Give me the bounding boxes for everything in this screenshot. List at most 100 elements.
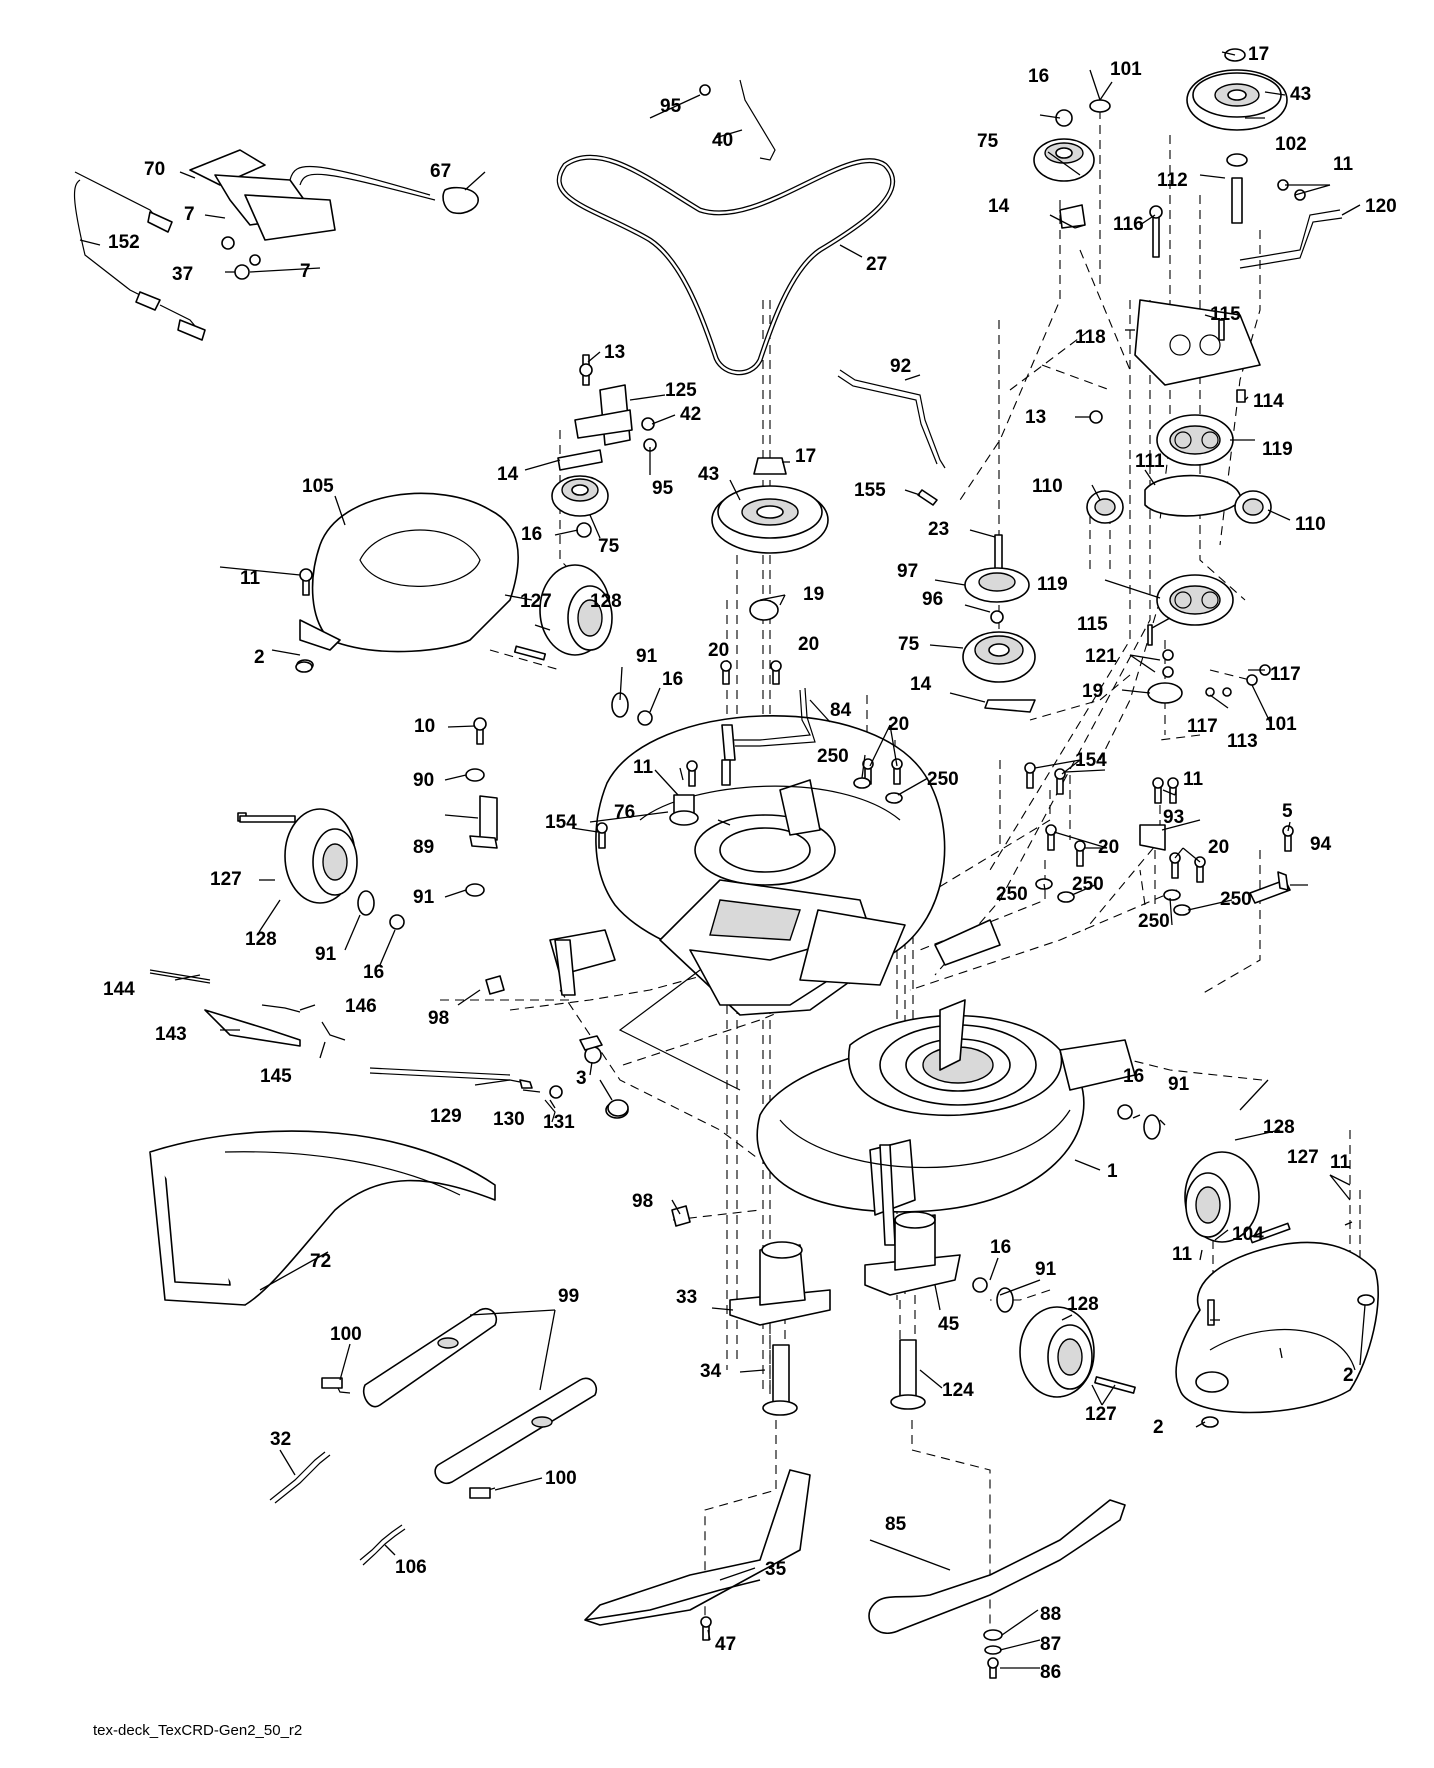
callout-11-lower: 11 bbox=[1172, 1244, 1193, 1265]
callout-95-top: 95 bbox=[660, 96, 682, 117]
callout-19-right: 19 bbox=[1082, 681, 1103, 702]
callout-16-left-b: 16 bbox=[363, 962, 384, 983]
callout-70: 70 bbox=[144, 159, 165, 180]
callout-250-b: 250 bbox=[927, 769, 959, 790]
callout-75-top: 75 bbox=[977, 131, 999, 152]
discharge-chute bbox=[149, 1130, 496, 1306]
callout-20-b: 20 bbox=[798, 634, 819, 655]
callout-35: 35 bbox=[765, 1559, 787, 1580]
callout-40: 40 bbox=[712, 130, 733, 151]
callout-72: 72 bbox=[310, 1251, 331, 1272]
callout-96: 96 bbox=[922, 589, 943, 610]
callout-43-center: 43 bbox=[698, 464, 719, 485]
callout-34: 34 bbox=[700, 1361, 722, 1382]
callout-120: 120 bbox=[1365, 196, 1397, 217]
callout-14-right: 14 bbox=[910, 674, 932, 695]
callout-11-far-right: 11 bbox=[1330, 1152, 1351, 1173]
callout-143: 143 bbox=[155, 1024, 187, 1045]
callout-16-mid: 16 bbox=[662, 669, 683, 690]
callout-155: 155 bbox=[854, 480, 886, 501]
callout-91-left-b: 91 bbox=[315, 944, 337, 965]
callout-10: 10 bbox=[414, 716, 435, 737]
callout-131: 131 bbox=[543, 1112, 575, 1133]
callout-104: 104 bbox=[1232, 1224, 1264, 1245]
callout-7-top: 7 bbox=[184, 204, 195, 225]
callout-7-bottom: 7 bbox=[300, 261, 311, 282]
callout-121: 121 bbox=[1085, 646, 1117, 667]
callout-127-right: 127 bbox=[1287, 1147, 1319, 1168]
callout-129: 129 bbox=[430, 1106, 462, 1127]
callout-111: 111 bbox=[1135, 451, 1165, 472]
callout-92: 92 bbox=[890, 356, 911, 377]
callout-101-bottom: 101 bbox=[1265, 714, 1297, 735]
callout-90: 90 bbox=[413, 770, 434, 791]
callout-128-top: 128 bbox=[590, 591, 622, 612]
right-idler-assembly bbox=[962, 534, 1036, 713]
callout-16-right: 16 bbox=[1123, 1066, 1144, 1087]
callout-94: 94 bbox=[1310, 834, 1332, 855]
callout-11-top: 11 bbox=[1333, 154, 1354, 175]
callout-91-top: 91 bbox=[636, 646, 658, 667]
callout-16-lower: 16 bbox=[990, 1237, 1011, 1258]
callout-98-top: 98 bbox=[428, 1008, 449, 1029]
callout-19-center: 19 bbox=[803, 584, 824, 605]
callout-23: 23 bbox=[928, 519, 949, 540]
callout-112: 112 bbox=[1157, 170, 1188, 191]
callout-250-d: 250 bbox=[1072, 874, 1104, 895]
callout-2-right: 2 bbox=[1343, 1365, 1354, 1386]
callout-89: 89 bbox=[413, 837, 434, 858]
callout-97: 97 bbox=[897, 561, 918, 582]
callout-84: 84 bbox=[830, 700, 852, 721]
left-idler-assembly bbox=[551, 79, 776, 538]
drive-belt bbox=[556, 154, 895, 376]
callout-127-left: 127 bbox=[210, 869, 242, 890]
linkage-rods bbox=[721, 369, 946, 786]
leader-lines bbox=[79, 51, 1366, 1669]
callout-117-bottom: 117 bbox=[1187, 716, 1218, 737]
callout-17-top: 17 bbox=[1248, 44, 1269, 65]
callout-93: 93 bbox=[1163, 807, 1184, 828]
callout-99: 99 bbox=[558, 1286, 579, 1307]
belt-covers bbox=[295, 492, 1379, 1428]
callout-75-left: 75 bbox=[598, 536, 620, 557]
callout-87: 87 bbox=[1040, 1634, 1061, 1655]
callout-250-e: 250 bbox=[1138, 911, 1170, 932]
callout-43-top: 43 bbox=[1290, 84, 1311, 105]
callout-76: 76 bbox=[614, 802, 635, 823]
callout-27: 27 bbox=[866, 254, 887, 275]
callout-20-d: 20 bbox=[1098, 837, 1119, 858]
callout-17-center: 17 bbox=[795, 446, 816, 467]
top-right-pulley-stack bbox=[1033, 48, 1288, 229]
callout-116: 116 bbox=[1113, 214, 1144, 235]
callout-154-right: 154 bbox=[1075, 750, 1107, 771]
center-pulley bbox=[711, 457, 829, 621]
callout-102: 102 bbox=[1275, 134, 1307, 155]
callout-91-right: 91 bbox=[1168, 1074, 1190, 1095]
callout-125: 125 bbox=[665, 380, 697, 401]
callout-37: 37 bbox=[172, 264, 193, 285]
callout-labels: 17 43 102 16 101 75 11 112 120 14 116 11… bbox=[103, 44, 1397, 1683]
callout-16-top: 16 bbox=[1028, 66, 1049, 87]
mower-deck-housing bbox=[549, 715, 1136, 1246]
callout-14-left: 14 bbox=[497, 464, 519, 485]
callout-144: 144 bbox=[103, 979, 135, 1000]
callout-250-c: 250 bbox=[996, 884, 1028, 905]
callout-127-lower: 127 bbox=[1085, 1404, 1117, 1425]
callout-20-a: 20 bbox=[708, 640, 729, 661]
callout-105: 105 bbox=[302, 476, 334, 497]
callout-127-top: 127 bbox=[520, 591, 552, 612]
callout-115-bottom: 115 bbox=[1077, 614, 1108, 635]
callout-45: 45 bbox=[938, 1314, 960, 1335]
callout-5: 5 bbox=[1282, 801, 1293, 822]
callout-106: 106 bbox=[395, 1557, 427, 1578]
callout-110-right: 110 bbox=[1295, 514, 1326, 535]
callout-14-top: 14 bbox=[988, 196, 1010, 217]
callout-146: 146 bbox=[345, 996, 377, 1017]
gauge-wheels bbox=[237, 564, 1291, 1398]
callout-113: 113 bbox=[1227, 731, 1258, 752]
callout-119-top: 119 bbox=[1262, 439, 1293, 460]
callout-13-right: 13 bbox=[1025, 407, 1046, 428]
callout-67: 67 bbox=[430, 161, 451, 182]
callout-91-lower: 91 bbox=[1035, 1259, 1057, 1280]
